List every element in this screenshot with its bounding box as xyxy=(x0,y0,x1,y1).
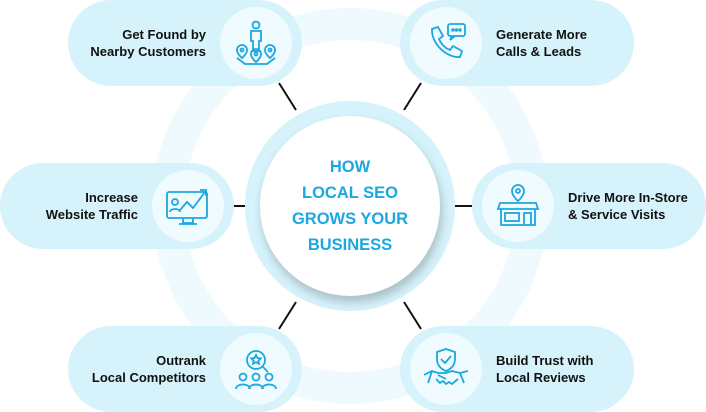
center-title: HOW LOCAL SEO GROWS YOUR BUSINESS xyxy=(260,116,440,296)
connector-line xyxy=(278,82,297,111)
benefit-website-traffic: Increase Website Traffic xyxy=(0,163,234,249)
benefit-label-line: Get Found by xyxy=(122,27,206,42)
benefit-label: Drive More In-Store & Service Visits xyxy=(568,163,688,249)
benefit-label-line: Build Trust with xyxy=(496,353,594,368)
center-title-line: LOCAL SEO xyxy=(302,184,398,202)
benefit-label-line: & Service Visits xyxy=(568,207,666,222)
benefit-label: Increase Website Traffic xyxy=(46,163,138,249)
benefit-label: Generate More Calls & Leads xyxy=(496,0,587,86)
benefit-label: Get Found by Nearby Customers xyxy=(90,0,206,86)
benefit-label: Build Trust with Local Reviews xyxy=(496,326,594,412)
benefit-label-line: Local Reviews xyxy=(496,370,586,385)
benefit-label-line: Nearby Customers xyxy=(90,44,206,59)
connector-line xyxy=(403,301,422,330)
handshake-shield-icon xyxy=(410,333,482,405)
benefit-label-line: Local Competitors xyxy=(91,370,206,385)
storefront-pin-icon xyxy=(482,170,554,242)
person-locations-icon xyxy=(220,7,292,79)
benefit-outrank-competitors: Outrank Local Competitors xyxy=(68,326,302,412)
benefit-label-line: Drive More In-Store xyxy=(568,190,688,205)
monitor-growth-chart-icon xyxy=(152,170,224,242)
magnifier-group-icon xyxy=(220,333,292,405)
center-title-line: HOW xyxy=(329,158,371,176)
benefit-label: Outrank Local Competitors xyxy=(92,326,206,412)
center-title-line: BUSINESS xyxy=(307,236,393,254)
center-title-line: GROWS YOUR xyxy=(291,210,409,228)
benefit-store-visits: Drive More In-Store & Service Visits xyxy=(472,163,706,249)
connector-line xyxy=(403,82,422,111)
benefit-label-line: Generate More xyxy=(496,27,588,42)
connector-line xyxy=(278,301,297,330)
benefit-label-line: Calls & Leads xyxy=(496,44,582,59)
center-hub: HOW LOCAL SEO GROWS YOUR BUSINESS xyxy=(245,101,455,311)
benefit-label-line: Increase xyxy=(85,190,138,205)
benefit-trust-reviews: Build Trust with Local Reviews xyxy=(400,326,634,412)
phone-chat-icon xyxy=(410,7,482,79)
benefit-label-line: Outrank xyxy=(156,353,206,368)
benefit-calls-leads: Generate More Calls & Leads xyxy=(400,0,634,86)
benefit-get-found: Get Found by Nearby Customers xyxy=(68,0,302,86)
benefit-label-line: Website Traffic xyxy=(45,207,138,222)
